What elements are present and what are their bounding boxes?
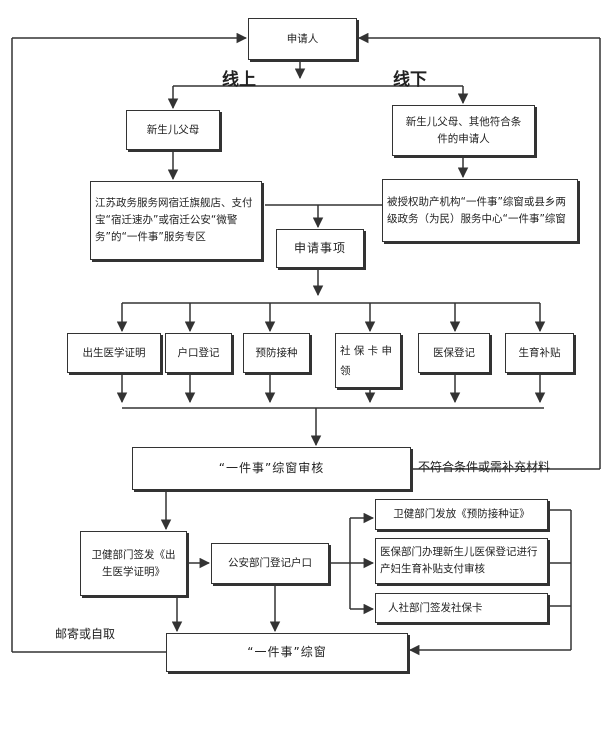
window-review-box: “一件事”综窗审核 — [132, 447, 411, 490]
medical-register-box: 医保部门办理新生儿医保登记进行产妇生育补贴支付审核 — [375, 538, 548, 584]
health-vaccine-cert-box: 卫健部门发放《预防接种证》 — [375, 499, 548, 530]
apply-items-box: 申请事项 — [276, 229, 364, 268]
item-birth-cert: 出生医学证明 — [67, 333, 161, 373]
online-channel-box: 江苏政务服务网宿迁旗舰店、支付宝“宿迁速办”或宿迁公安“微警务”的“一件事”服务… — [90, 181, 262, 260]
hr-social-card-box: 人社部门签发社保卡 — [375, 593, 548, 623]
mail-or-pickup-label: 邮寄或自取 — [55, 627, 116, 641]
item-vaccination: 预防接种 — [243, 333, 310, 373]
item-medical-insurance: 医保登记 — [418, 333, 490, 373]
police-register-box: 公安部门登记户口 — [211, 543, 329, 584]
not-eligible-label: 不符合条件或需补充材料 — [418, 460, 551, 474]
online-label: 线上 — [222, 70, 256, 90]
health-birth-cert-box: 卫健部门签发《出生医学证明》 — [80, 531, 187, 596]
item-maternity-subsidy: 生育补贴 — [505, 333, 574, 373]
offline-channel-box: 被授权助产机构“一件事”综窗或县乡两级政务（为民）服务中心“一件事”综窗 — [382, 179, 578, 242]
item-household: 户口登记 — [165, 333, 232, 373]
offline-label: 线下 — [393, 70, 427, 90]
applicant-box: 申请人 — [248, 18, 357, 60]
one-window-box: “一件事”综窗 — [166, 633, 408, 672]
offline-parents-box: 新生儿父母、其他符合条件的申请人 — [392, 105, 535, 156]
item-social-card: 社 保 卡 申领 — [335, 333, 401, 388]
online-parents-box: 新生儿父母 — [126, 110, 220, 150]
